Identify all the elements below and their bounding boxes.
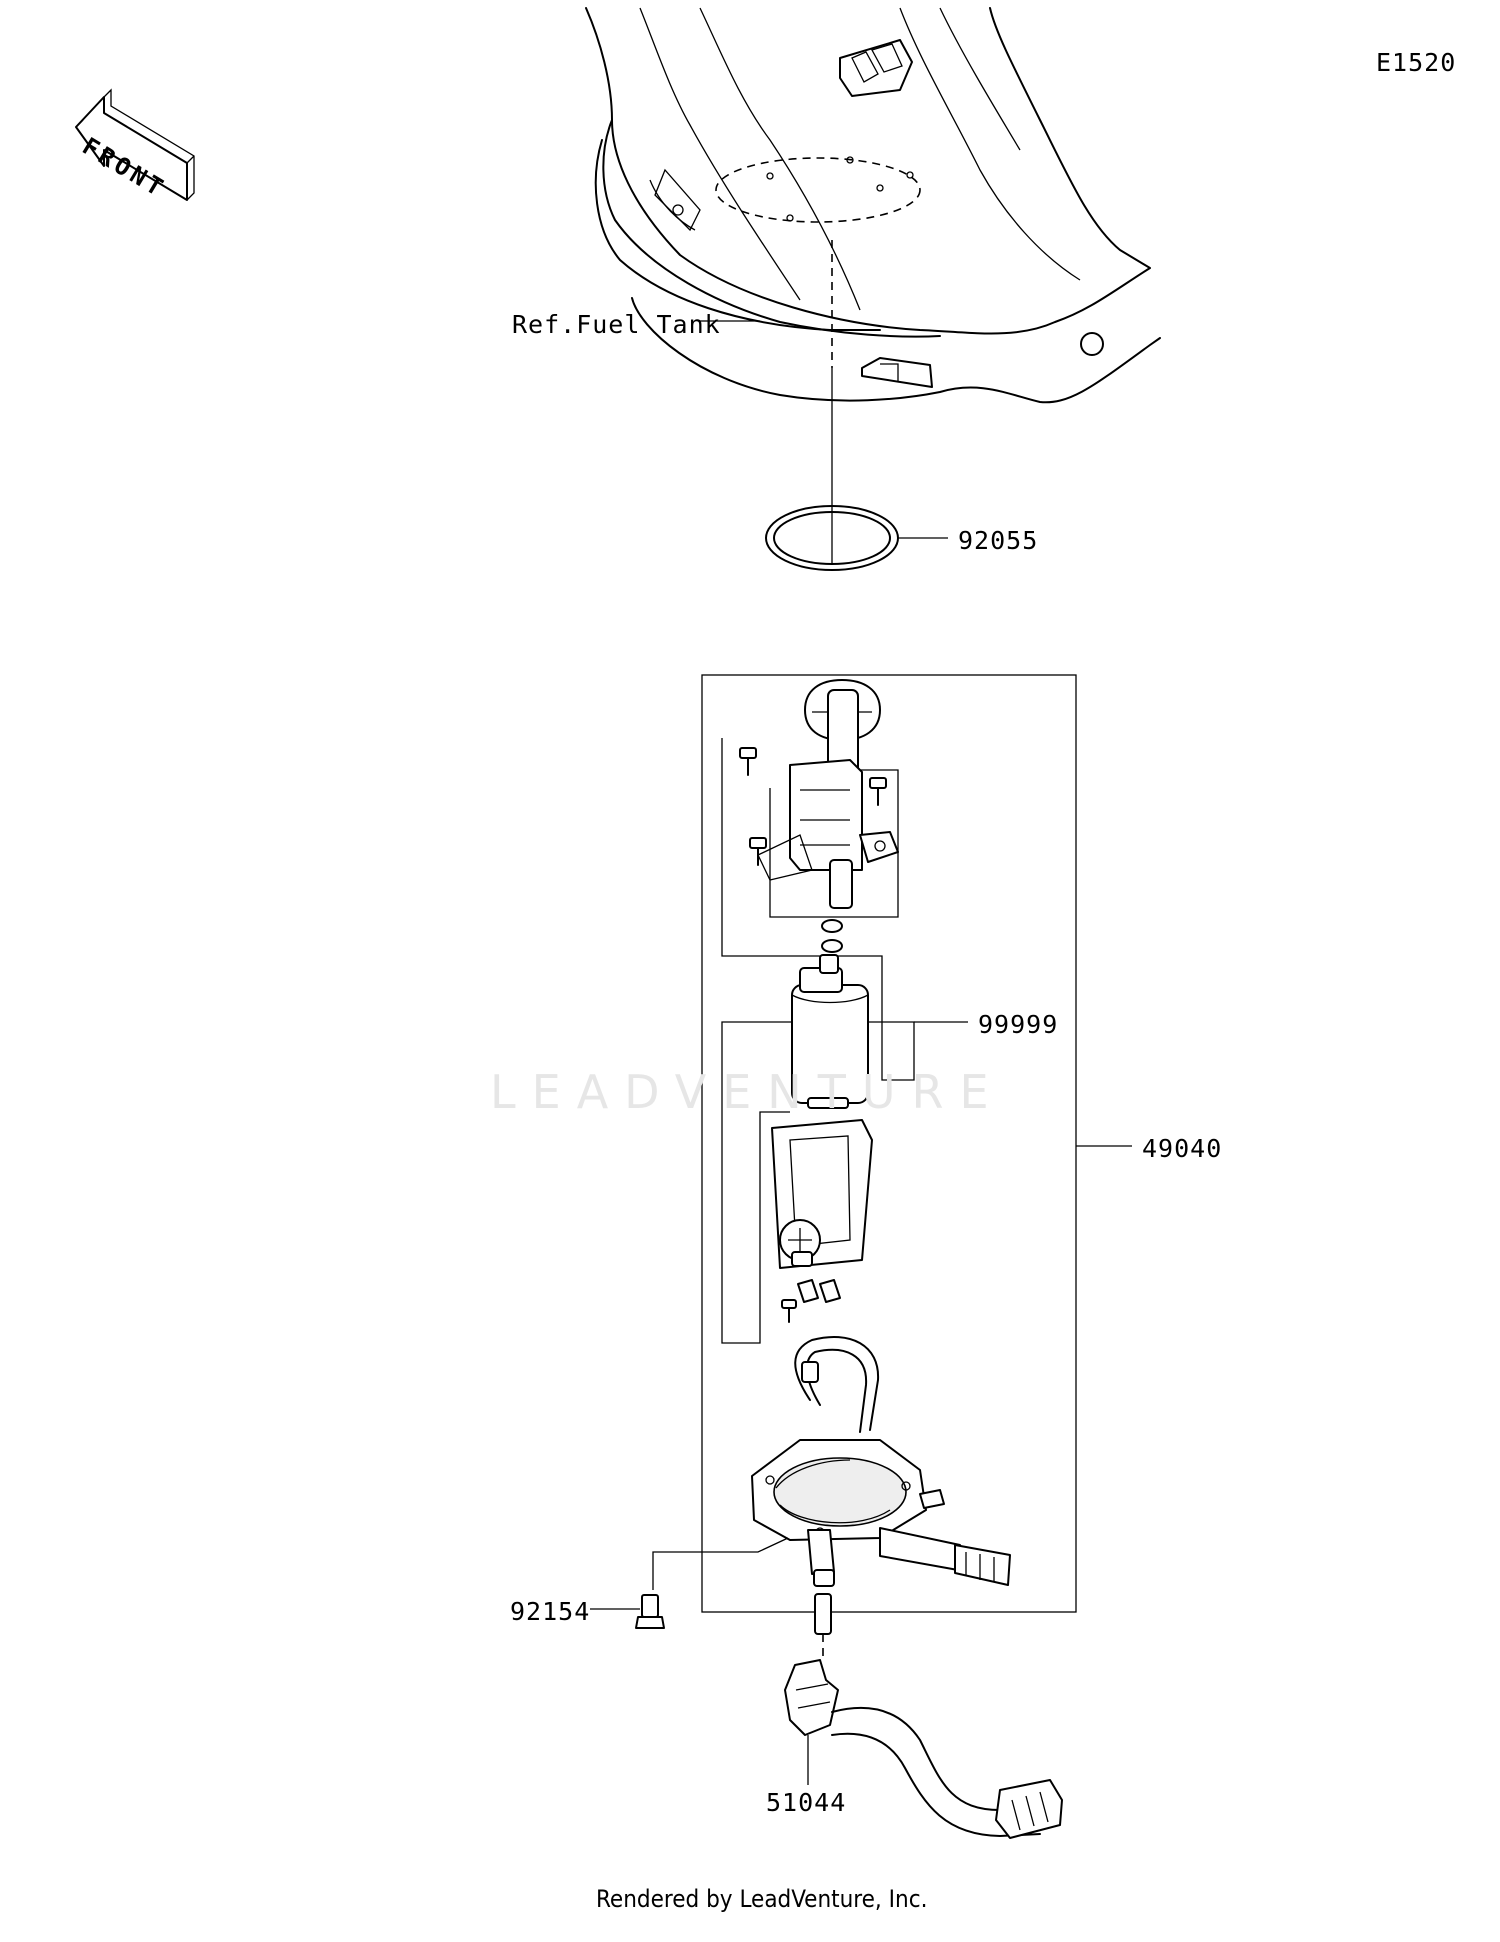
fuel-hose-51044	[784, 1659, 1063, 1839]
bolt-92154	[635, 1594, 665, 1629]
part-label-49040: 49040	[1142, 1134, 1223, 1163]
ref-fuel-tank-label: Ref.Fuel Tank	[512, 310, 721, 339]
small-o-ring	[821, 919, 843, 933]
part-label-99999: 99999	[978, 1010, 1059, 1039]
screw-icon	[781, 1299, 797, 1323]
strainer-frame	[771, 1119, 873, 1269]
fuel-pump-motor	[791, 954, 869, 1109]
screw-icon	[869, 777, 887, 806]
part-label-92055: 92055	[958, 526, 1039, 555]
fuel-filter-housing	[757, 679, 899, 909]
filler-cap-icon	[839, 39, 913, 97]
fuel-tank-outline	[585, 7, 1161, 404]
pump-base-flange	[751, 1439, 1011, 1587]
pump-assy-frame	[701, 674, 1077, 1613]
footer-credit: Rendered by LeadVenture, Inc.	[596, 1885, 928, 1913]
clip-icon	[797, 1279, 819, 1303]
screw-icon	[749, 837, 767, 866]
clip-icon	[819, 1279, 841, 1303]
screw-icon	[739, 747, 757, 776]
front-arrow-icon	[75, 88, 195, 201]
watermark: LEADVENTURE	[490, 1065, 1005, 1119]
wiring-harness	[794, 1335, 880, 1433]
diagram-code: E1520	[1376, 48, 1457, 77]
part-label-51044: 51044	[766, 1788, 847, 1817]
small-o-ring	[821, 939, 843, 953]
part-label-92154: 92154	[510, 1597, 591, 1626]
